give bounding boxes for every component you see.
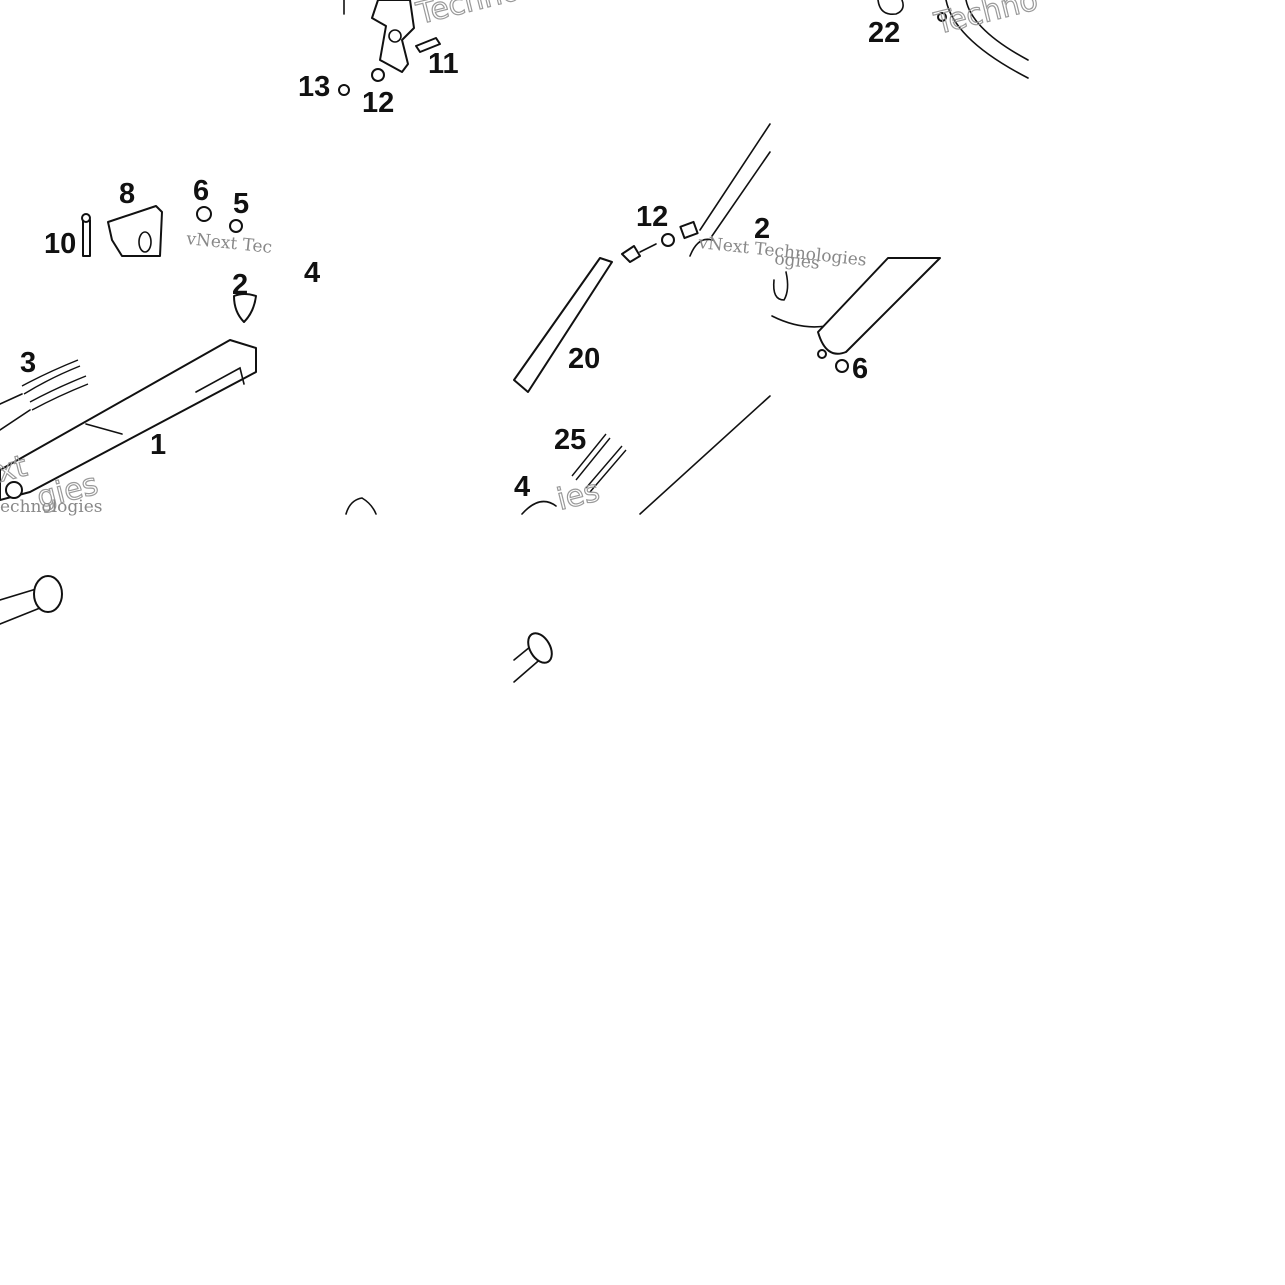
spring-25a	[571, 433, 611, 481]
tile-frame-right: 6 ogies	[771, 249, 941, 385]
stand-leg-end	[0, 393, 31, 431]
plate-hole	[138, 231, 152, 253]
watermark-fragment: ies	[553, 474, 603, 518]
tile-frame-top: 22 Techno	[868, 0, 1042, 79]
fragment-part-4	[521, 500, 557, 515]
nut-12	[371, 68, 385, 82]
tile-hardware: 8 6 5 10 vNext Tec	[44, 175, 273, 260]
watermark-fragment: vNext Tec	[184, 229, 273, 258]
frame-gusset	[817, 257, 941, 355]
bolt-12	[639, 243, 657, 253]
spring-3a	[21, 359, 81, 395]
bolt-10-head	[81, 213, 91, 223]
frame-joint	[689, 238, 713, 257]
pin	[85, 423, 123, 435]
watermark-fragment: Techno	[930, 0, 1041, 42]
tile-bracket: 11 13 12 Techno	[298, 0, 524, 119]
callout-5: 5	[233, 188, 249, 220]
callout-13: 13	[298, 71, 330, 103]
plate-8	[107, 205, 163, 257]
callout-20: 20	[568, 343, 600, 375]
callout-10: 10	[44, 228, 76, 260]
clevis	[621, 245, 641, 263]
callout-12-center: 12	[636, 201, 668, 233]
tile-bottom	[0, 575, 553, 683]
shaft-center-flange	[527, 632, 553, 664]
pivot	[5, 481, 23, 499]
bracket-plate	[371, 0, 415, 73]
frame-crossbar	[771, 315, 827, 328]
washer-5	[229, 219, 243, 233]
stud	[817, 349, 827, 359]
callout-4-center: 4	[514, 471, 530, 503]
washer-12	[661, 233, 675, 247]
stand-tab	[195, 366, 245, 393]
callout-6: 6	[193, 175, 209, 207]
callout-11: 11	[428, 48, 459, 80]
watermark-fragment: echnologies	[0, 497, 103, 517]
callout-2-center: 2	[754, 213, 770, 245]
frame-upright	[699, 123, 771, 237]
watermark-fragment: Techno	[412, 0, 523, 32]
bolt-11	[415, 37, 441, 53]
spring-25b	[585, 445, 627, 493]
callout-3: 3	[20, 347, 36, 379]
callout-22: 22	[868, 17, 900, 49]
tile-center-stand: 12 20 25 2 4 vNext Technologies ies	[513, 123, 868, 518]
stand-leg-1	[0, 339, 257, 501]
tube-20	[513, 257, 613, 393]
callout-1: 1	[150, 429, 166, 461]
callout-6-right: 6	[852, 353, 868, 385]
shaft-flange	[33, 575, 63, 613]
cap-22	[877, 0, 904, 16]
callout-25: 25	[554, 424, 586, 456]
spring-3b	[29, 375, 89, 411]
frame-tube	[945, 0, 1029, 79]
nut-6-right	[835, 359, 849, 373]
nut-6	[196, 206, 212, 222]
frame-tube-inner	[965, 0, 1029, 61]
callout-12: 12	[362, 87, 394, 119]
rubber-stop-2	[233, 293, 257, 323]
callout-8: 8	[119, 178, 135, 210]
leg-lower	[639, 395, 771, 515]
bracket-hole	[388, 29, 402, 43]
callout-2: 2	[232, 269, 248, 301]
tile-side-stand: 3 2 1 gies echnologies xt	[0, 269, 257, 517]
fastener	[937, 12, 947, 22]
fragment-part	[345, 497, 377, 515]
bolt-10	[82, 219, 91, 257]
tab	[772, 271, 789, 301]
bushing	[679, 220, 699, 240]
callout-4: 4	[304, 257, 320, 289]
watermark-fragment: ogies	[773, 249, 820, 274]
nut-13	[338, 84, 350, 96]
